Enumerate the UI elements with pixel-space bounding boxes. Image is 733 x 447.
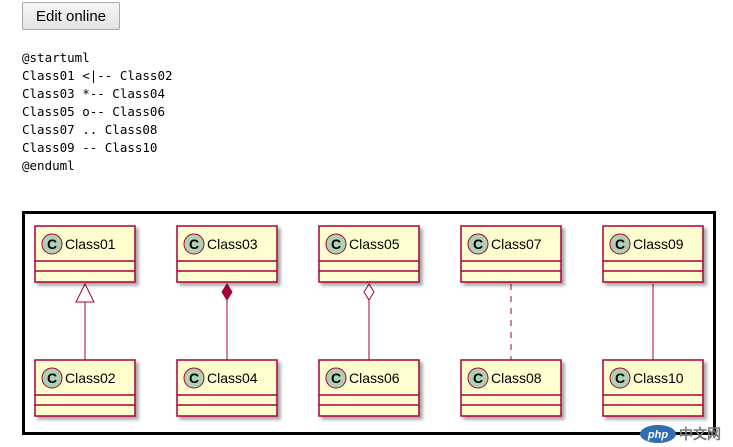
class-name: Class10 [633, 370, 684, 386]
class-circle-icon [41, 233, 63, 255]
class-name: Class09 [633, 236, 684, 252]
class-box-frame [34, 359, 136, 417]
class-circle-icon [325, 233, 347, 255]
watermark-site: 中文网 [679, 426, 721, 443]
code-line-extension: Class01 <|-- Class02 [22, 68, 173, 83]
composition-diamond-icon [221, 283, 233, 301]
site-watermark: php 中文网 [639, 423, 729, 445]
class-box: C Class05 [318, 225, 420, 283]
code-line-dotted: Class07 .. Class08 [22, 122, 158, 137]
class-circle-icon [609, 233, 631, 255]
class-marker: C [331, 236, 341, 252]
class-marker: C [47, 370, 57, 386]
class-box: C Class01 [34, 225, 136, 283]
inheritance-arrow-icon [75, 282, 95, 303]
relation-aggregation [363, 283, 375, 360]
class-box: C Class08 [460, 359, 562, 417]
class-marker: C [47, 236, 57, 252]
class-circle-icon [467, 233, 489, 255]
relation-composition [221, 283, 233, 360]
class-name: Class03 [207, 236, 258, 252]
class-circle-icon [183, 233, 205, 255]
class-marker: C [189, 370, 199, 386]
code-line-composition: Class03 *-- Class04 [22, 86, 165, 101]
code-line-plain: Class09 -- Class10 [22, 140, 158, 155]
class-circle-icon [41, 367, 63, 389]
aggregation-diamond-icon [363, 283, 375, 301]
class-name: Class08 [491, 370, 542, 386]
class-box: C Class04 [176, 359, 278, 417]
class-marker: C [473, 236, 483, 252]
watermark-graphic: php 中文网 [640, 425, 721, 443]
class-circle-icon [183, 367, 205, 389]
class-name: Class07 [491, 236, 542, 252]
class-marker: C [615, 370, 625, 386]
class-box: C Class09 [602, 225, 704, 283]
code-line-end: @enduml [22, 158, 75, 173]
class-marker: C [189, 236, 199, 252]
watermark-brand: php [647, 429, 668, 441]
class-box: C Class03 [176, 225, 278, 283]
class-name: Class05 [349, 236, 400, 252]
class-box: C Class02 [34, 359, 136, 417]
class-name: Class02 [65, 370, 116, 386]
class-marker: C [615, 236, 625, 252]
class-marker: C [473, 370, 483, 386]
class-box: C Class06 [318, 359, 420, 417]
class-name: Class06 [349, 370, 400, 386]
edit-online-button[interactable]: Edit online [22, 2, 120, 30]
class-marker: C [331, 370, 341, 386]
code-line-start: @startuml [22, 50, 90, 65]
class-circle-icon [609, 367, 631, 389]
class-circle-icon [325, 367, 347, 389]
class-box: C Class07 [460, 225, 562, 283]
class-circle-icon [467, 367, 489, 389]
class-name: Class01 [65, 236, 116, 252]
code-line-aggregation: Class05 o-- Class06 [22, 104, 165, 119]
relation-extension [75, 282, 95, 360]
php-logo-icon [640, 425, 676, 443]
class-box: C Class10 [602, 359, 704, 417]
class-name: Class04 [207, 370, 258, 386]
